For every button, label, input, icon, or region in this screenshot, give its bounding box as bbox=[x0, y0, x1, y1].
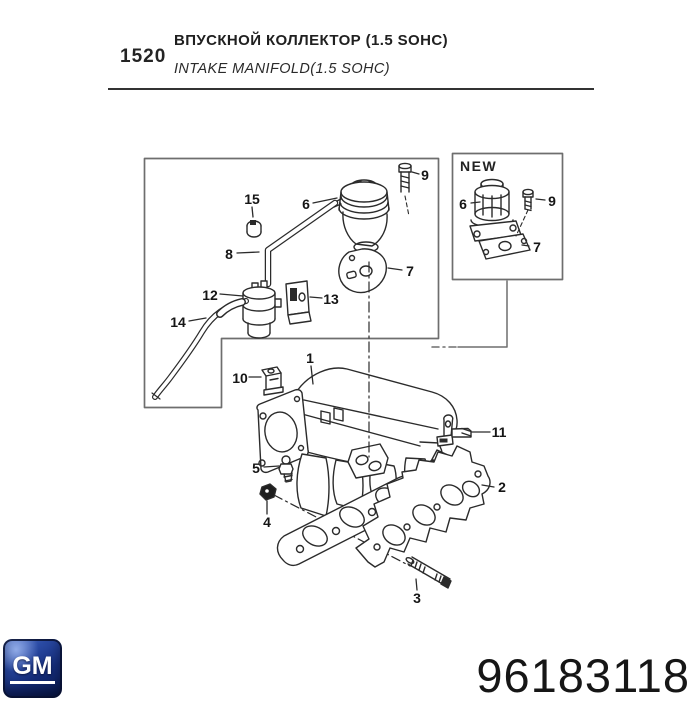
stud bbox=[405, 556, 452, 589]
part-callout-3-main: 3 bbox=[413, 590, 421, 606]
part-callout-6-inset: 6 bbox=[302, 196, 310, 212]
vacuum-fitting bbox=[278, 455, 294, 483]
egr-valve bbox=[332, 179, 390, 264]
section-code: 1520 bbox=[120, 46, 167, 67]
part-callout-12-inset: 12 bbox=[202, 287, 218, 303]
gm-logo: GM bbox=[3, 639, 62, 698]
part-callout-13-inset: 13 bbox=[323, 291, 339, 307]
inset-box bbox=[143, 157, 440, 409]
egr-valve-new bbox=[469, 178, 522, 242]
part-callout-2-main: 2 bbox=[498, 479, 506, 495]
part-callout-6-new: 6 bbox=[459, 196, 467, 212]
bracket-10 bbox=[261, 366, 284, 396]
title-english: INTAKE MANIFOLD(1.5 SOHC) bbox=[174, 61, 390, 77]
part-callout-1-main: 1 bbox=[306, 350, 314, 366]
new-badge: NEW bbox=[460, 158, 498, 174]
egr-adapter-new bbox=[478, 233, 531, 260]
intake-manifold bbox=[256, 367, 458, 517]
part-callout-4-main: 4 bbox=[263, 514, 271, 530]
part-callout-15-inset: 15 bbox=[244, 191, 260, 207]
part-callout-7-inset: 7 bbox=[406, 263, 414, 279]
part-callout-9-inset: 9 bbox=[421, 167, 429, 183]
part-number: 96183118 bbox=[476, 649, 690, 702]
part-callout-8-inset: 8 bbox=[225, 246, 233, 262]
title-russian: ВПУСКНОЙ КОЛЛЕКТОР (1.5 SOHC) bbox=[174, 32, 448, 49]
vacuum-pipe bbox=[264, 199, 339, 288]
bracket-13 bbox=[285, 280, 312, 325]
clip bbox=[246, 220, 262, 238]
egr-gasket bbox=[338, 248, 387, 294]
manifold-gasket bbox=[355, 445, 491, 568]
nut bbox=[259, 483, 277, 501]
screw-9 bbox=[398, 162, 412, 217]
part-callout-9-new: 9 bbox=[548, 193, 556, 209]
new-box bbox=[451, 152, 564, 281]
part-callout-7-new: 7 bbox=[533, 239, 541, 255]
bracket-11 bbox=[436, 414, 472, 447]
leader-lines bbox=[188, 171, 546, 591]
header-divider bbox=[108, 88, 594, 90]
solenoid-valve bbox=[242, 280, 282, 339]
vacuum-hose bbox=[151, 298, 249, 400]
screw-9-new bbox=[515, 188, 534, 237]
part-callout-11-main: 11 bbox=[491, 424, 507, 440]
part-callout-14-inset: 14 bbox=[170, 314, 186, 330]
part-callout-10-main: 10 bbox=[232, 370, 248, 386]
gm-logo-text: GM bbox=[10, 653, 55, 684]
part-callout-5-main: 5 bbox=[252, 460, 260, 476]
